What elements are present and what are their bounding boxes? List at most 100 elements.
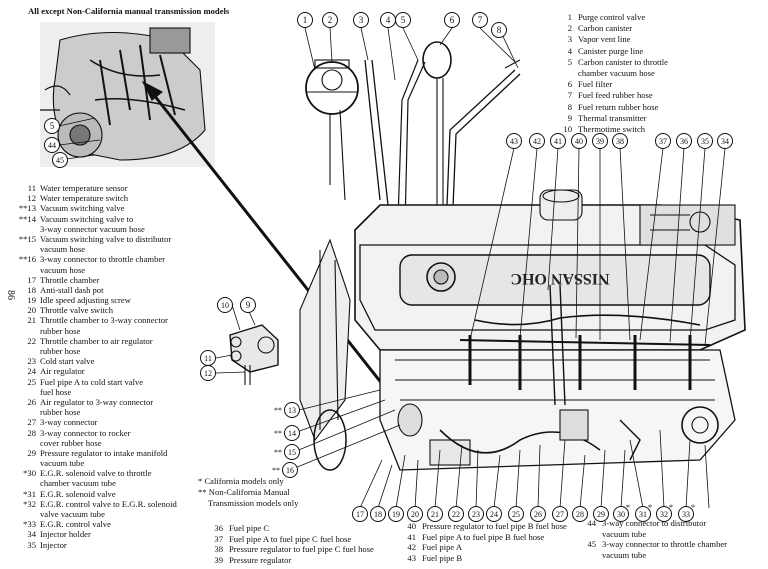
legend-item-label: Anti-stall dash pot (40, 284, 104, 295)
legend-item: 10 Thermotime switch (556, 124, 668, 135)
callout-circle (217, 297, 233, 313)
callout-circle (592, 133, 608, 149)
callout-circle (530, 506, 546, 522)
callout-circle (491, 22, 507, 38)
leader-lines (58, 27, 726, 509)
legend-item-label: vacuum tube (602, 549, 647, 560)
callout-number: 5 (50, 121, 55, 131)
legend-item-label: valve vacuum tube (40, 509, 105, 519)
callout-number: 43 (510, 137, 518, 146)
legend-item-label: Injector holder (40, 529, 91, 540)
legend-item-label: E.G.R. solenoid valve to throttle (40, 468, 152, 479)
legend-item-label: Idle speed adjusting screw (40, 295, 131, 306)
legend-item: vacuum hose (0, 265, 177, 275)
legend-item-label: vacuum tube (602, 528, 647, 539)
callout-circle (353, 12, 369, 28)
callout-number: 14 (288, 429, 296, 438)
callout-circle (284, 444, 300, 460)
legend-item-label: cover rubber hose (40, 437, 102, 448)
callout-number: 12 (204, 369, 212, 378)
legend-item-label: Throttle chamber (40, 274, 100, 285)
legend-item: fuel hose (0, 387, 177, 397)
callout-circle (370, 506, 386, 522)
callout-number: 15 (288, 448, 296, 457)
callout-number: 24 (490, 510, 498, 519)
legend-item: vacuum tube (0, 458, 177, 468)
callout-circle (322, 12, 338, 28)
legend-item-label: Throttle chamber to 3-way connector (40, 315, 168, 326)
legend-item-label: 3-way connector vacuum hose (40, 223, 145, 234)
legend-item-label: Thermotime switch (578, 123, 646, 134)
legend-item-label: E.G.R. control valve (40, 519, 111, 530)
inset-illustration (40, 22, 215, 167)
legend-item-number: 4 (567, 45, 572, 56)
callout-footnote-mark: * (648, 503, 652, 512)
legend-item: rubber hose (0, 326, 177, 336)
legend-item: vacuum tube (580, 529, 727, 540)
intake-manifold (379, 284, 736, 471)
legend-item-number: **16 (18, 254, 36, 265)
legend-item-label: Vapor vent line (578, 34, 631, 45)
callout-number: 1 (303, 15, 308, 25)
callout-footnote-mark: ** (274, 406, 282, 415)
callout-number: 2 (328, 15, 333, 25)
callout-number: 42 (533, 137, 541, 146)
callout-footnote-mark: ** (274, 429, 282, 438)
callout-circle (529, 133, 545, 149)
legend-item-label: Throttle chamber to air regulator (40, 335, 153, 346)
legend-item-label: rubber hose (40, 346, 81, 356)
legend-item-label: chamber vacuum hose (578, 67, 655, 78)
legend-item-label: Fuel pipe A to fuel pipe B fuel hose (422, 531, 545, 542)
legend-item-label: Cold start valve (40, 356, 95, 367)
legend-item-number: 5 (567, 56, 572, 67)
legend-item-number: 37 (214, 533, 223, 544)
legend-item-number: 42 (407, 542, 416, 553)
legend-item: rubber hose (0, 346, 177, 356)
inset-header: All except Non-California manual transmi… (28, 6, 230, 16)
callout-circle (486, 506, 502, 522)
callout-number: 20 (411, 510, 419, 519)
callout-number: 7 (478, 15, 483, 25)
callout-circle (52, 152, 68, 168)
legend-item: vacuum tube (580, 550, 727, 561)
legend-item-label: Fuel feed rubber hose (578, 90, 653, 101)
legend-item: 34 Injector holder (0, 529, 177, 539)
callout-number: 37 (659, 137, 667, 146)
legend-item-label: Pressure regulator to fuel pipe C fuel h… (229, 544, 374, 555)
legend-item-number: 10 (563, 123, 572, 134)
canister-assembly (305, 41, 521, 233)
engine-block (354, 189, 746, 351)
legend-item-number: 34 (27, 529, 36, 540)
callout-circle (444, 12, 460, 28)
legend-item-number: *31 (23, 488, 36, 499)
legend-item-label: Fuel pipe A to cold start valve (40, 376, 144, 387)
legend-item-label: Throttle valve switch (40, 305, 114, 316)
callout-number: 41 (554, 137, 562, 146)
callout-circle (717, 133, 733, 149)
callout-number: 3 (359, 15, 364, 25)
callout-circle (200, 365, 216, 381)
callout-number: 16 (286, 466, 294, 475)
callout-circle (427, 506, 443, 522)
